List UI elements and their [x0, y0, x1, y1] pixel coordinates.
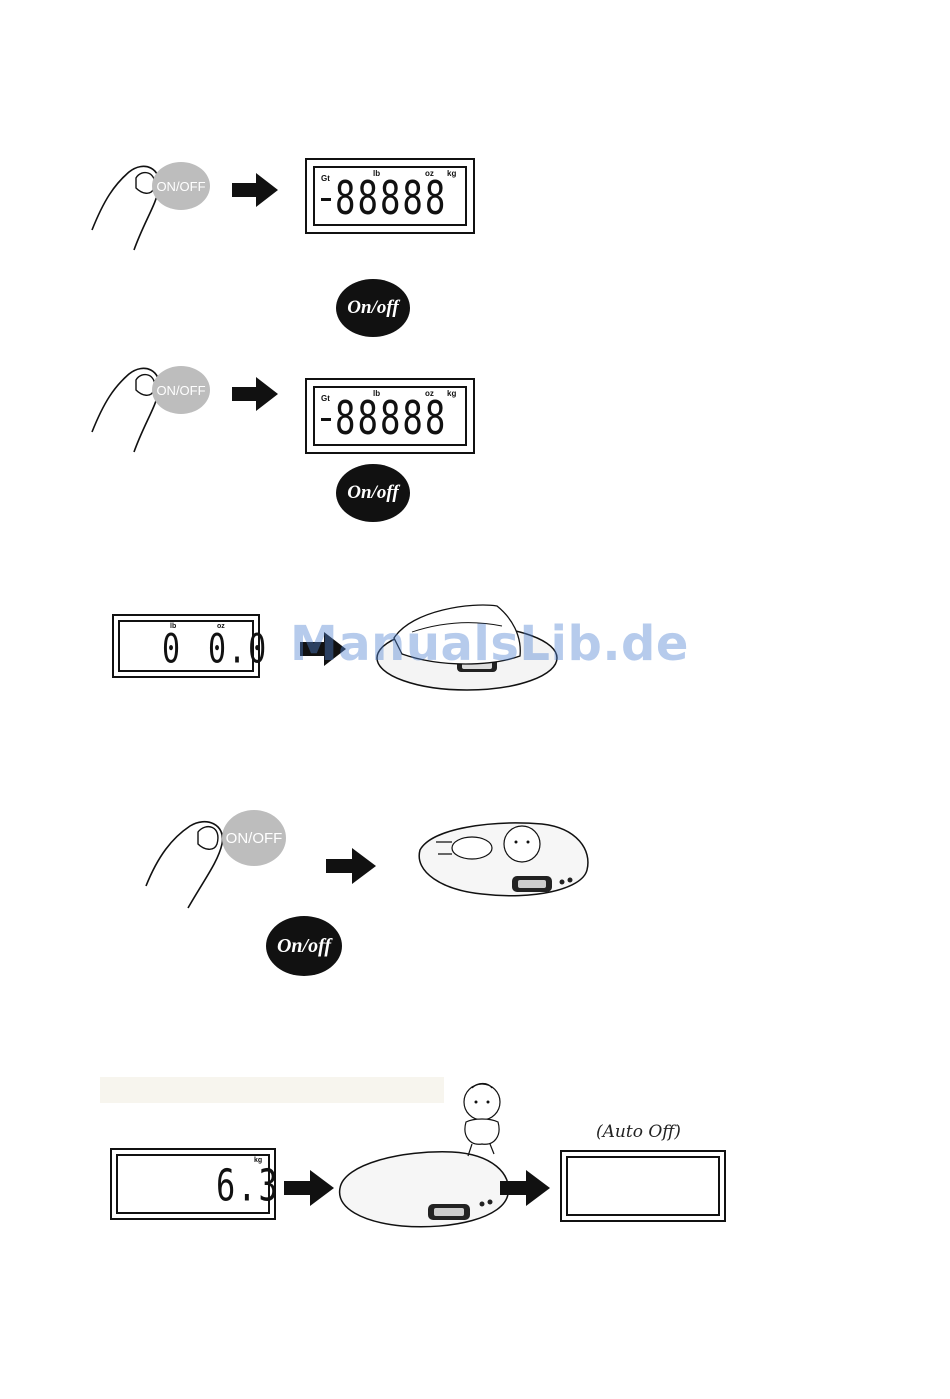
watermark: ManualsLib.de	[290, 616, 689, 672]
on-off-button-black[interactable]: On/off	[266, 916, 342, 976]
arrow-right-icon	[284, 1170, 334, 1206]
baby-scale-icon	[332, 1078, 522, 1238]
lcd-minus-sign	[321, 418, 331, 421]
on-off-button-black[interactable]: On/off	[336, 464, 410, 522]
finger-icon	[140, 804, 240, 912]
lcd-display-off	[560, 1150, 726, 1222]
baby-icon	[464, 1084, 500, 1157]
arrow-right-icon	[500, 1170, 550, 1206]
lcd-weight-value: 6.3	[216, 1160, 280, 1211]
lcd-digits: 88888	[335, 172, 447, 226]
step-4-figure: ON/OFF	[138, 804, 618, 912]
on-off-button-gray[interactable]: ON/OFF	[152, 162, 210, 210]
lcd-unit-gt: Gt	[321, 174, 330, 183]
lcd-minus-sign	[321, 198, 331, 201]
lcd-unit-kg: kg	[447, 169, 456, 178]
on-off-button-black[interactable]: On/off	[336, 279, 410, 337]
on-off-button-gray[interactable]: ON/OFF	[152, 366, 210, 414]
lcd-lb-value: 0	[162, 626, 182, 673]
lcd-oz-value: 0.0	[208, 626, 268, 673]
arrow-right-icon	[232, 377, 278, 411]
step-5-figure: kg 6.3 (Auto Off)	[100, 1074, 740, 1239]
lcd-digits: 88888	[335, 392, 447, 446]
lcd-display-zero: lb oz 0 0.0	[112, 614, 260, 678]
lcd-unit-kg: kg	[447, 389, 456, 398]
on-off-button-gray[interactable]: ON/OFF	[222, 810, 286, 866]
step-2-figure: ON/OFF Gt lb oz kg 88888	[72, 352, 482, 457]
arrow-right-icon	[326, 848, 376, 884]
lcd-display-weight: kg 6.3	[110, 1148, 276, 1220]
step-1-figure: ON/OFF Gt lb oz kg 88888	[72, 150, 482, 255]
lcd-display-full: Gt lb oz kg 88888	[305, 378, 475, 454]
baby-scale-icon	[412, 810, 597, 910]
lcd-display-full: Gt lb oz kg 88888	[305, 158, 475, 234]
arrow-right-icon	[232, 173, 278, 207]
lcd-unit-gt: Gt	[321, 394, 330, 403]
auto-off-label: (Auto Off)	[596, 1122, 681, 1142]
